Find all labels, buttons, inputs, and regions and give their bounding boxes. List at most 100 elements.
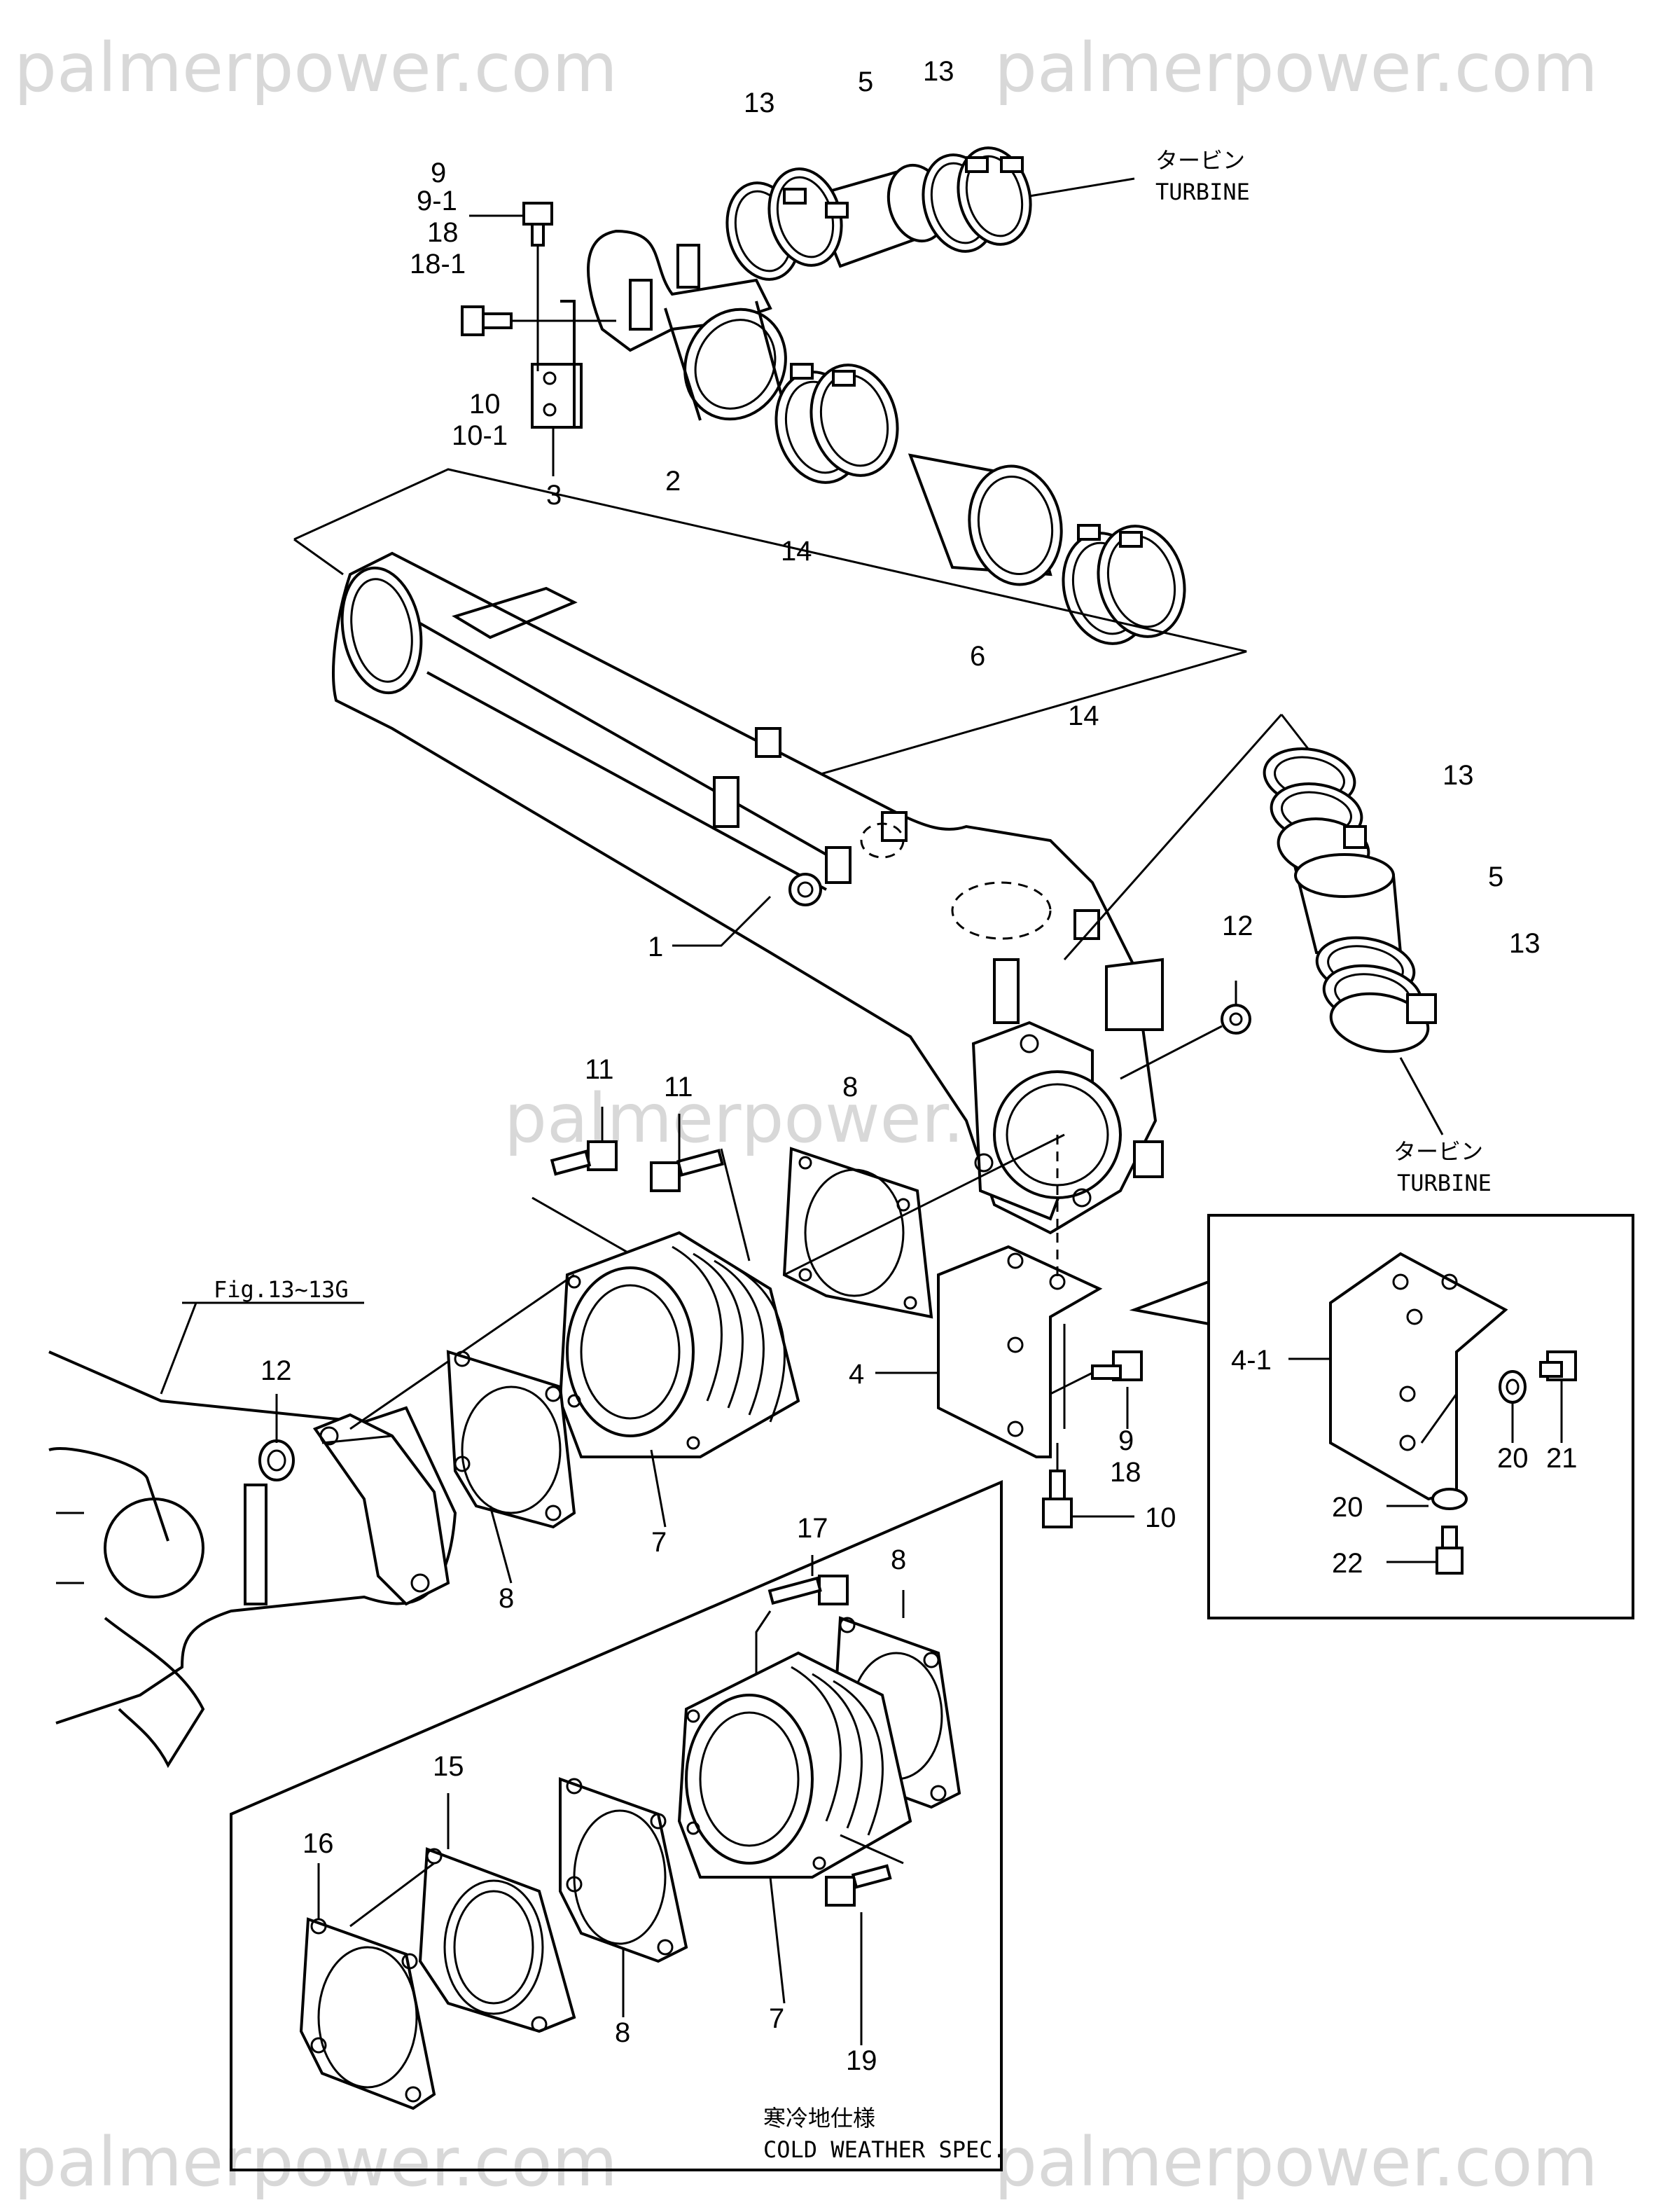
- fig-ref-underline: [160, 1301, 364, 1395]
- watermark: palmerpower.com: [14, 2123, 618, 2201]
- leader-turbine-2: [1399, 1057, 1444, 1135]
- turbine-label-jp: タービン: [1155, 147, 1245, 174]
- leader-9-18: [1050, 1371, 1129, 1429]
- spacer-15: [418, 1847, 576, 2033]
- leader-4: [875, 1324, 1066, 1429]
- callout-18-1: 18-1: [410, 249, 466, 279]
- callout-1: 1: [648, 932, 663, 962]
- cold-weather-label-jp: 寒冷地仕様: [763, 2105, 875, 2131]
- leader-1: [672, 895, 772, 947]
- detail-leaders: [1288, 1357, 1563, 1563]
- envelope-outline: [293, 468, 1247, 786]
- detail-box-bracket-4-1: [1129, 1214, 1634, 1619]
- nut-12-lower: [258, 1439, 295, 1481]
- callout-8-hidden: 8: [1124, 1562, 1139, 1593]
- watermark: palmerpower.com: [994, 29, 1598, 107]
- callout-12: 12: [260, 1355, 292, 1386]
- turbine-label-en: TURBINE: [1155, 179, 1250, 205]
- callout-17: 17: [797, 1513, 828, 1544]
- callout-16: 16: [303, 1828, 334, 1859]
- bolt-10: [461, 305, 513, 336]
- leader-10-lower: [1056, 1443, 1134, 1518]
- bolt-19: [825, 1864, 892, 1907]
- callout-19: 19: [846, 2045, 877, 2076]
- callout-22: 22: [1332, 1548, 1363, 1579]
- callout-8: 8: [891, 1544, 906, 1575]
- bolt-9-18: [1091, 1350, 1143, 1381]
- bracket-4: [937, 1245, 1103, 1458]
- callout-5: 5: [858, 67, 873, 97]
- callout-9: 9: [431, 158, 446, 188]
- hose-5-right: [1293, 853, 1403, 954]
- hose-clamp-13a: [725, 167, 849, 281]
- hose-6: [908, 453, 1063, 586]
- callout-11: 11: [664, 1072, 693, 1102]
- bellows-7-cold: [677, 1651, 912, 1879]
- leader-lines-11: [531, 1107, 751, 1261]
- callout-13: 13: [1509, 928, 1541, 959]
- callout-11: 11: [585, 1054, 614, 1085]
- gasket-8-cold-b: [559, 1777, 688, 1963]
- bolt-10-lower: [1042, 1470, 1073, 1528]
- leader-lines: [469, 214, 616, 476]
- callout-8: 8: [499, 1583, 514, 1614]
- leaders-19-7: [769, 1834, 904, 2045]
- bolt-17: [767, 1575, 849, 1605]
- callout-5: 5: [1488, 862, 1503, 892]
- callout-20: 20: [1332, 1492, 1363, 1523]
- bracket-3: [531, 300, 583, 429]
- leader-12: [1120, 981, 1237, 1080]
- callout-14: 14: [781, 536, 812, 567]
- figure-reference: Fig.13~13G: [214, 1276, 349, 1303]
- callout-18: 18: [1110, 1457, 1141, 1488]
- callout-20: 20: [1497, 1443, 1529, 1474]
- callout-3: 3: [546, 480, 562, 511]
- hose-clamp-13b: [922, 146, 1032, 253]
- callout-10-1: 10-1: [452, 420, 508, 451]
- callout-12: 12: [1222, 911, 1253, 941]
- callout-8: 8: [615, 2017, 630, 2048]
- callout-10: 10: [1145, 1502, 1176, 1533]
- watermark: palmerpower.com: [14, 29, 618, 107]
- leader-16: [317, 1862, 435, 1928]
- callout-13: 13: [1443, 760, 1474, 791]
- watermark: palmerpower.com: [994, 2123, 1598, 2201]
- callout-13: 13: [744, 88, 775, 118]
- gasket-16: [299, 1917, 436, 2110]
- leader-17: [755, 1555, 814, 1681]
- hose-clamp-14b: [1062, 524, 1186, 645]
- gasket-8-upper: [782, 1147, 933, 1319]
- axis-line: [784, 1133, 1065, 1276]
- elbow-pipe-2: [587, 229, 787, 421]
- callout-8: 8: [842, 1072, 858, 1102]
- callout-2: 2: [665, 466, 681, 497]
- callout-7: 7: [651, 1527, 667, 1558]
- turbine-label-en: TURBINE: [1397, 1170, 1492, 1196]
- turbine-label-jp: タービン: [1393, 1138, 1483, 1165]
- gasket-8-left: [446, 1350, 576, 1529]
- flange-outlet: [312, 1413, 450, 1606]
- hose-clamp-13c: [1263, 747, 1370, 878]
- callout-10: 10: [469, 389, 501, 420]
- turbocharger-outline: [48, 1350, 457, 1769]
- callout-21: 21: [1546, 1443, 1578, 1474]
- callout-7: 7: [769, 2003, 784, 2034]
- air-duct-1: [332, 551, 1164, 1235]
- cold-weather-label-en: COLD WEATHER SPEC.: [763, 2136, 1006, 2163]
- callout-13: 13: [923, 56, 954, 87]
- callout-4-1: 4-1: [1231, 1345, 1272, 1376]
- leader-turbine-1: [1029, 177, 1135, 198]
- hose-clamp-13d: [1315, 936, 1437, 1053]
- callout-9: 9: [1118, 1425, 1134, 1456]
- bolt-11a: [550, 1140, 618, 1176]
- callout-15: 15: [433, 1751, 464, 1782]
- bolt-11b: [650, 1149, 725, 1192]
- nut-12: [1221, 1004, 1251, 1035]
- callout-4: 4: [849, 1359, 864, 1390]
- leaders-8-7: [489, 1449, 667, 1584]
- callout-14: 14: [1068, 700, 1099, 731]
- cold-weather-box: [230, 1479, 1003, 2171]
- callout-9-1: 9-1: [417, 186, 457, 216]
- callout-6: 6: [970, 641, 985, 672]
